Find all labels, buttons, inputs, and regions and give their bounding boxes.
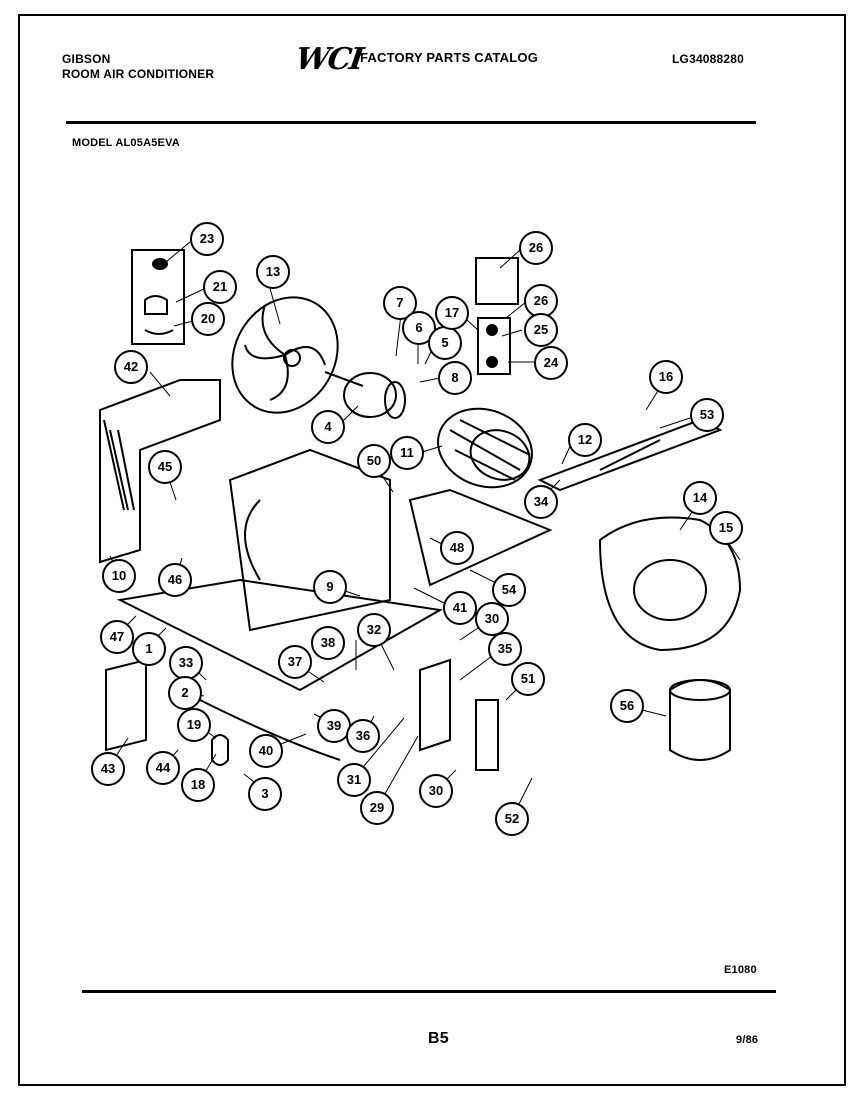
catalog-title: FACTORY PARTS CATALOG <box>360 50 539 65</box>
callout-5: 5 <box>428 326 462 360</box>
callout-42: 42 <box>114 350 148 384</box>
callout-31: 31 <box>337 763 371 797</box>
callout-32: 32 <box>357 613 391 647</box>
callout-15: 15 <box>709 511 743 545</box>
callout-8: 8 <box>438 361 472 395</box>
condenser-coil <box>99 379 221 564</box>
callout-46: 46 <box>158 563 192 597</box>
callout-11: 11 <box>390 436 424 470</box>
callout-35: 35 <box>488 632 522 666</box>
compressor <box>669 679 731 761</box>
side-panel <box>105 658 147 752</box>
callout-53: 53 <box>690 398 724 432</box>
blower-wheel <box>437 407 533 489</box>
product-name: ROOM AIR CONDITIONER <box>62 67 215 81</box>
drawing-code: E1080 <box>724 964 757 976</box>
page-border <box>18 14 846 1086</box>
base-pan <box>116 578 443 692</box>
callout-30b: 30 <box>419 774 453 808</box>
callout-4: 4 <box>311 410 345 444</box>
callout-36: 36 <box>346 719 380 753</box>
callout-39: 39 <box>317 709 351 743</box>
catalog-date: 9/86 <box>736 1034 759 1046</box>
callout-2: 2 <box>168 676 202 710</box>
model-label: MODEL AL05A5EVA <box>72 137 180 149</box>
callout-40: 40 <box>249 734 283 768</box>
control-label-panel <box>131 249 185 345</box>
scroll-housing <box>598 516 742 652</box>
evaporator <box>408 488 553 587</box>
callout-17: 17 <box>435 296 469 330</box>
callout-51: 51 <box>511 662 545 696</box>
callout-21: 21 <box>203 270 237 304</box>
callout-43: 43 <box>91 752 125 786</box>
footer-rule <box>82 990 776 993</box>
callout-45: 45 <box>148 450 182 484</box>
catalog-number: LG34088280 <box>672 52 745 66</box>
top-bracket <box>537 418 723 492</box>
callout-10: 10 <box>102 559 136 593</box>
callout-20: 20 <box>191 302 225 336</box>
callout-18: 18 <box>181 768 215 802</box>
callout-16: 16 <box>649 360 683 394</box>
callout-54: 54 <box>492 573 526 607</box>
brand-name: GIBSON <box>62 52 111 66</box>
callout-9: 9 <box>313 570 347 604</box>
power-cord <box>199 699 341 761</box>
callout-12: 12 <box>568 423 602 457</box>
callout-50: 50 <box>357 444 391 478</box>
callout-14: 14 <box>683 481 717 515</box>
callout-30a: 30 <box>475 602 509 636</box>
control-bracket <box>419 658 451 752</box>
callout-24: 24 <box>534 346 568 380</box>
callout-3: 3 <box>248 777 282 811</box>
callout-48: 48 <box>440 531 474 565</box>
callout-23: 23 <box>190 222 224 256</box>
callout-1: 1 <box>132 632 166 666</box>
callout-56: 56 <box>610 689 644 723</box>
callout-13: 13 <box>256 255 290 289</box>
header-rule <box>66 121 756 124</box>
bracket-plate <box>475 257 519 305</box>
callout-19: 19 <box>177 708 211 742</box>
callout-41: 41 <box>443 591 477 625</box>
fan-motor <box>343 372 397 418</box>
callout-47: 47 <box>100 620 134 654</box>
callout-25: 25 <box>524 313 558 347</box>
callout-38: 38 <box>311 626 345 660</box>
callout-33: 33 <box>169 646 203 680</box>
callout-52: 52 <box>495 802 529 836</box>
fan-blade <box>231 296 339 414</box>
callout-34: 34 <box>524 485 558 519</box>
callout-37: 37 <box>278 645 312 679</box>
callout-29: 29 <box>360 791 394 825</box>
callout-26a: 26 <box>519 231 553 265</box>
page-label: B5 <box>428 1030 449 1047</box>
callout-44: 44 <box>146 751 180 785</box>
